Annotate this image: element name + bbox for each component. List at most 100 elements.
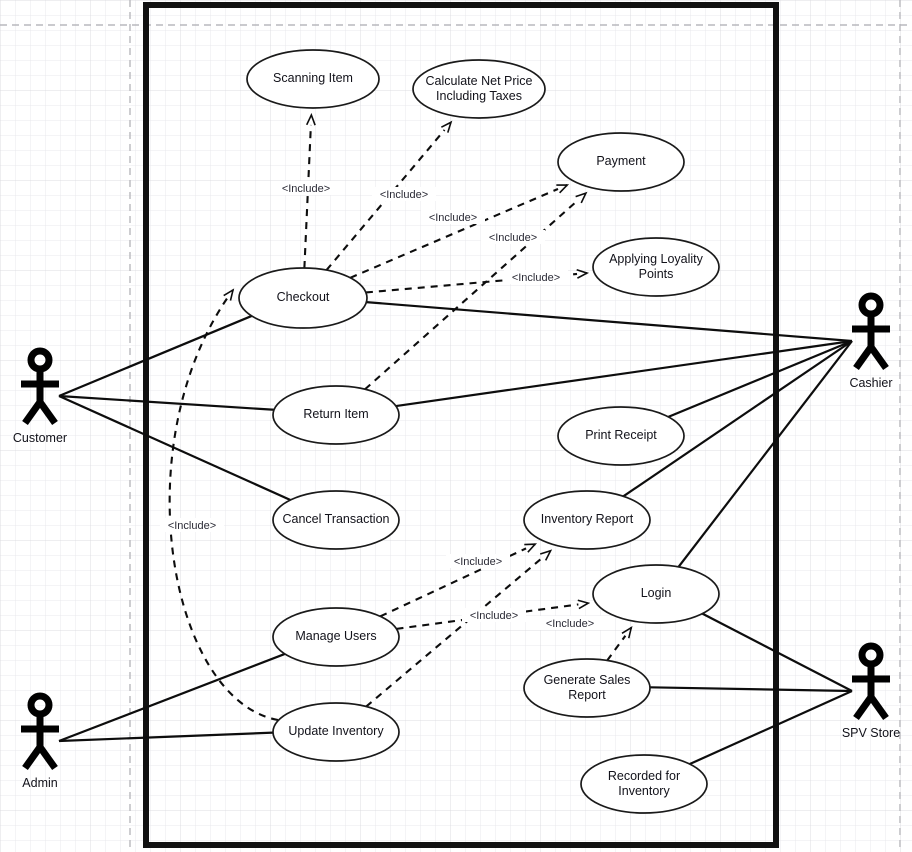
include-label-backdrop (446, 554, 510, 568)
use-case-label: Print Receipt (585, 428, 657, 442)
actor-head-icon (27, 347, 53, 373)
include-label-backdrop (160, 518, 224, 532)
include-label-backdrop (481, 230, 545, 244)
include-labels: <Include><Include><Include><Include><Inc… (160, 181, 602, 630)
use-case-ellipse (592, 237, 720, 297)
include-update-inventory-inv-report (365, 551, 550, 708)
include-manage-users-inventory-report (379, 543, 535, 618)
use-case-ellipse (592, 564, 720, 624)
include-label: <Include> (380, 189, 428, 201)
actor-cashier[interactable]: Cashier (849, 292, 893, 390)
actor-label: Admin (22, 776, 57, 790)
actor-customer[interactable]: Customer (13, 347, 67, 445)
use-case-ellipse (557, 132, 685, 192)
use-case-ellipse (523, 658, 651, 718)
association-cashier-checkout (366, 301, 853, 343)
actor-head-icon (27, 692, 53, 718)
actor-head-icon (858, 292, 884, 318)
use-case-cancel_transaction[interactable]: Cancel Transaction (272, 490, 400, 550)
use-case-label: Checkout (277, 290, 330, 304)
include-label-backdrop (274, 181, 338, 195)
actor-leg-left (853, 694, 874, 721)
use-case-return_item[interactable]: Return Item (272, 385, 400, 445)
include-label-backdrop (504, 270, 568, 284)
association-customer-return-item (58, 394, 275, 411)
association-admin-update-inventory (58, 731, 274, 743)
include-label: <Include> (429, 212, 477, 224)
association-cashier-return-item (395, 339, 853, 408)
use-case-ellipse (246, 49, 380, 109)
use-case-ellipse (272, 607, 400, 667)
include-label: <Include> (546, 618, 594, 630)
actor-label: SPV Store (842, 726, 900, 740)
association-customer-checkout (58, 314, 253, 398)
association-cashier-login (677, 340, 853, 568)
include-label: <Include> (168, 520, 216, 532)
actor-leg-right (868, 344, 889, 371)
include-relationships (168, 115, 632, 722)
include-return-item-payment (364, 193, 586, 391)
use-case-label: Return Item (303, 407, 368, 421)
association-lines (58, 301, 853, 766)
use-case-label: Payment (596, 154, 646, 168)
include-generate-sales-login (606, 628, 631, 662)
actor-leg-left (22, 399, 43, 426)
use-case-ellipse (238, 267, 368, 329)
association-admin-manage-users (58, 652, 286, 743)
actor-admin[interactable]: Admin (21, 692, 59, 790)
use-case-manage_users[interactable]: Manage Users (272, 607, 400, 667)
association-spv-login (701, 612, 853, 692)
include-label: <Include> (489, 232, 537, 244)
include-label-backdrop (538, 616, 602, 630)
association-spv-generate-sales (649, 686, 853, 693)
use-case-update_inventory[interactable]: Update Inventory (272, 702, 400, 762)
use-case-ellipse (272, 702, 400, 762)
include-label-backdrop (372, 187, 436, 201)
use-case-ellipse (412, 59, 546, 119)
include-checkout-payment (349, 184, 567, 279)
use-case-checkout[interactable]: Checkout (238, 267, 368, 329)
use-case-scanning_item[interactable]: Scanning Item (246, 49, 380, 109)
use-case-label: Login (641, 586, 672, 600)
actor-leg-left (853, 344, 874, 371)
association-cashier-print-receipt (667, 339, 853, 418)
include-label: <Include> (512, 272, 560, 284)
actor-leg-right (37, 399, 58, 426)
use-case-ellipse (557, 406, 685, 466)
actor-spv_store[interactable]: SPV Store (842, 642, 900, 740)
actor-leg-left (22, 744, 43, 771)
use-case-label: Cancel Transaction (282, 512, 389, 526)
actor-head-icon (858, 642, 884, 668)
include-label: <Include> (454, 556, 502, 568)
actor-label: Customer (13, 431, 67, 445)
include-label-backdrop (421, 210, 485, 224)
use-case-print_receipt[interactable]: Print Receipt (557, 406, 685, 466)
association-customer-cancel-transaction (58, 394, 291, 501)
use-case-ellipse (523, 490, 651, 550)
association-cashier-inventory-report (622, 340, 853, 498)
use-case-inventory_report[interactable]: Inventory Report (523, 490, 651, 550)
use-case-payment[interactable]: Payment (557, 132, 685, 192)
use-case-label: Inventory Report (541, 512, 634, 526)
use-case-ellipse (272, 385, 400, 445)
include-label-backdrop (462, 608, 526, 622)
use-case-label: Scanning Item (273, 71, 353, 85)
association-spv-recorded-inventory (689, 689, 853, 766)
actor-leg-right (868, 694, 889, 721)
use-case-login[interactable]: Login (592, 564, 720, 624)
use-case-label: Manage Users (295, 629, 376, 643)
use-case-ellipse (580, 754, 708, 814)
use-case-ellipse (272, 490, 400, 550)
